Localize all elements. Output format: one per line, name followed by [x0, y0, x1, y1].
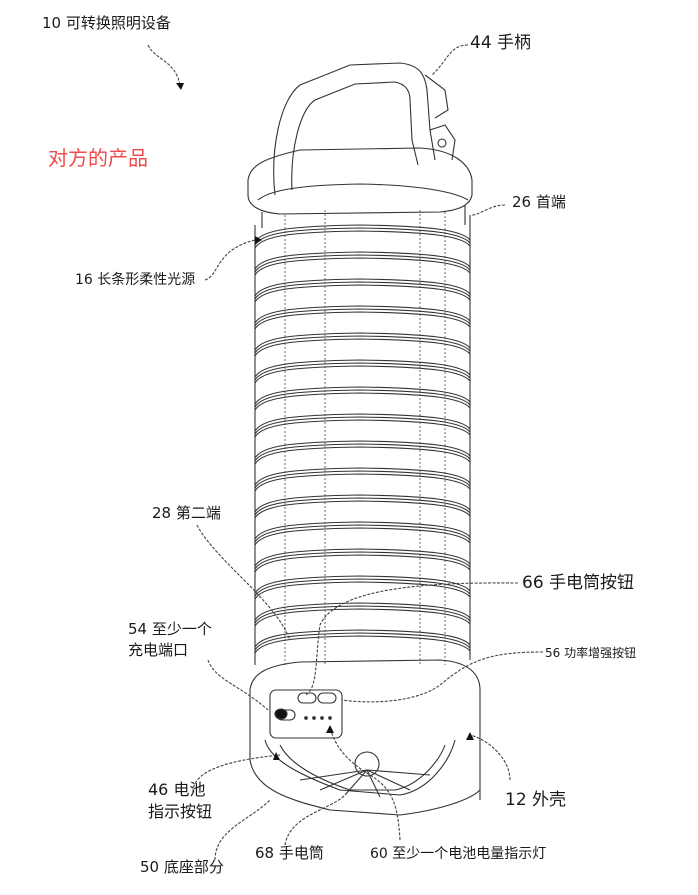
light-ring	[254, 632, 471, 651]
light-ring	[254, 419, 471, 438]
label-battery-button-line2: 指示按钮	[148, 802, 213, 821]
label-battery-indicator: 60 至少一个电池电量指示灯	[370, 846, 547, 862]
base-housing	[249, 659, 481, 816]
light-ring	[254, 308, 471, 327]
label-housing: 12 外壳	[505, 790, 567, 810]
light-ring	[254, 362, 471, 381]
light-ring	[254, 257, 471, 276]
light-ring	[254, 608, 471, 627]
light-ring	[254, 467, 471, 486]
label-handle: 44 手柄	[470, 33, 532, 53]
light-ring	[254, 440, 471, 459]
light-ring	[254, 443, 471, 462]
light-ring	[254, 338, 471, 357]
light-ring	[254, 284, 471, 303]
leader-arrowheads	[176, 83, 474, 760]
light-ring	[254, 365, 471, 384]
leader-lines	[147, 44, 544, 861]
label-flashlight-button: 66 手电筒按钮	[522, 573, 635, 593]
light-ring	[254, 524, 471, 543]
label-flashlight: 68 手电筒	[255, 844, 324, 862]
light-ring	[254, 227, 471, 246]
label-second-end: 28 第二端	[152, 504, 221, 522]
light-ring	[254, 446, 471, 465]
handle	[273, 62, 456, 196]
light-ring	[254, 494, 471, 513]
light-ring	[254, 635, 471, 654]
light-ring	[254, 602, 471, 621]
light-ring	[254, 581, 471, 600]
light-ring	[254, 554, 471, 573]
label-base: 50 底座部分	[140, 858, 224, 876]
light-ring	[254, 551, 471, 570]
light-ring	[254, 392, 471, 411]
light-ring	[254, 251, 471, 270]
light-ring	[254, 470, 471, 489]
light-ring	[254, 311, 471, 330]
light-ring	[254, 281, 471, 300]
light-ring	[254, 278, 471, 297]
label-charging-port-line2: 充电端口	[128, 641, 189, 659]
label-charging-port-line1: 54 至少一个	[128, 620, 212, 638]
light-ring	[254, 332, 471, 351]
light-ring	[254, 416, 471, 435]
label-battery-button-line1: 46 电池	[148, 780, 206, 799]
light-ring	[254, 359, 471, 378]
light-ring	[254, 521, 471, 540]
light-ring	[254, 629, 471, 648]
light-ring	[254, 389, 471, 408]
label-first-end: 26 首端	[512, 193, 566, 211]
light-ring	[254, 473, 471, 492]
light-ring	[254, 605, 471, 624]
light-ring	[254, 230, 471, 249]
label-light-source: 16 长条形柔性光源	[75, 272, 196, 288]
light-ring	[254, 305, 471, 324]
annotation-text: 对方的产品	[48, 146, 148, 170]
light-source-body	[254, 210, 471, 665]
figure-title-label: 10 可转换照明设备	[42, 14, 171, 32]
light-ring	[254, 254, 471, 273]
light-ring	[254, 575, 471, 594]
label-power-boost-button: 56 功率增强按钮	[545, 646, 637, 660]
light-ring	[254, 500, 471, 519]
light-ring	[254, 413, 471, 432]
light-ring	[254, 224, 471, 243]
light-ring	[254, 578, 471, 597]
light-ring	[254, 335, 471, 354]
top-cap	[247, 147, 473, 228]
light-ring	[254, 527, 471, 546]
light-ring	[254, 548, 471, 567]
light-ring	[254, 497, 471, 516]
light-ring	[254, 386, 471, 405]
